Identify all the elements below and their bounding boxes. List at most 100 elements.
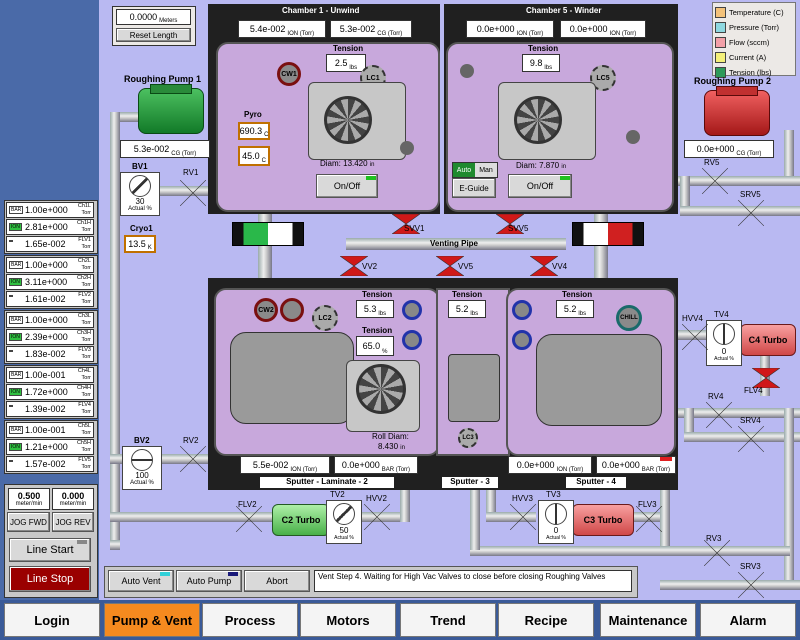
channel-value: 1.57e-002 [25,459,66,469]
sputter-4-ion-value: 0.0e+000 [516,460,555,470]
legend: Temperature (C)Pressure (Torr)Flow (sccm… [712,2,796,78]
reset-length-button[interactable]: Reset Length [116,28,191,42]
srv3-label: SRV3 [740,562,761,571]
hvv2-valve[interactable] [364,504,390,530]
tv3-valve[interactable]: 0 Actual % [538,500,574,544]
chamber-1-diam-label: Diam: 13.420 [320,159,368,168]
sputter-3-tension-unit: lbs [470,311,479,317]
rv1-valve[interactable] [180,180,206,206]
channel-tag: BAR [9,206,24,214]
c3-turbo[interactable]: C3 Turbo [572,504,634,536]
roll-diam-label: Roll Diam: [372,432,409,441]
hvv3-valve[interactable] [510,504,536,530]
chamber-5-ion-2-value: 0.0e+000 [569,24,608,34]
legend-item: Flow (sccm) [715,35,793,50]
channel-value: 1.00e+000 [25,315,68,325]
vv4-label: VV4 [552,262,568,271]
rv3-valve[interactable] [704,540,730,566]
auto-man-toggle[interactable]: Auto Man [452,162,498,178]
sputter-4-ion-readout: 0.0e+000 ION (Torr) [508,456,592,474]
tab-recipe[interactable]: Recipe [498,603,594,637]
srv5-valve[interactable] [738,200,764,226]
channel-name: Ch3H [76,330,91,336]
c4-turbo[interactable]: C4 Turbo [740,324,796,356]
tv3-label: TV3 [546,490,561,499]
tab-maintenance[interactable]: Maintenance [600,603,696,637]
tv4-value: 0 [721,347,727,356]
speed-right-value: 0.000 [61,491,85,501]
rv4-valve[interactable] [706,402,732,428]
bv2-valve[interactable]: 100 Actual % [122,446,162,490]
left-gate-valve[interactable] [232,222,304,246]
legend-swatch [715,67,726,78]
tab-process[interactable]: Process [202,603,298,637]
sputter-2-ion-readout: 5.5e-002 ION (Torr) [240,456,330,474]
auto-vent-button[interactable]: Auto Vent [108,570,174,592]
tab-trend[interactable]: Trend [400,603,496,637]
legend-label: Pressure (Torr) [729,23,780,32]
channel-value: 1.72e+000 [25,387,68,397]
svv5-valve[interactable] [496,214,524,234]
chamber-5-diam-unit: in [561,164,567,170]
chamber-5-onoff-button[interactable]: On/Off [508,174,572,198]
tab-pump-vent[interactable]: Pump & Vent [104,603,200,637]
e-guide-button[interactable]: E-Guide [452,178,496,198]
rv4-label: RV4 [708,392,724,401]
auto-mode-button[interactable]: Auto [453,163,475,177]
flv2-valve[interactable] [236,506,262,532]
roll-diam-readout: 8.430 in [378,442,405,451]
tab-alarm[interactable]: Alarm [700,603,796,637]
chamber-1-tension-label: Tension [333,44,364,53]
laminate-spool-icon [356,364,406,414]
winder-spool-icon [514,96,562,144]
vv5-valve[interactable] [436,256,464,276]
srv3-valve[interactable] [738,572,764,598]
tv3-value: 0 [553,526,559,535]
sputter-4-bar-value: 0.0e+000 [601,460,640,470]
channel-value: 1.00e+000 [25,205,68,215]
hvv2-label: HVV2 [366,494,387,503]
legend-item: Current (A) [715,50,793,65]
flv4-valve[interactable] [752,368,780,388]
tv2-valve[interactable]: 50 Actual % [326,500,362,544]
srv4-valve[interactable] [738,426,764,452]
hvv4-label: HVV4 [682,314,703,323]
jog-fwd-button[interactable]: JOG FWD [7,512,50,532]
sputter-4-ion-unit: ION (Torr) [556,467,584,473]
vv2-valve[interactable] [340,256,368,276]
tab-motors[interactable]: Motors [300,603,396,637]
lc3-label: LC3 [462,435,474,441]
sputter-2-bar-unit: BAR (Torr) [381,467,411,473]
flv3-valve[interactable] [636,506,662,532]
rv5-valve[interactable] [702,168,728,194]
tv2-value: 50 [339,526,349,535]
unwind-spool-icon [324,96,372,144]
channel-value: 1.00e-001 [25,425,66,435]
bv1-valve[interactable]: 30 Actual % [120,172,160,216]
rv2-valve[interactable] [180,446,206,472]
legend-label: Flow (sccm) [729,38,770,47]
line-stop-button[interactable]: Line Stop [9,566,91,592]
roll-diam-value: 8.430 [378,442,399,451]
channel-tag: BAR [9,371,24,379]
hvv4-valve[interactable] [682,324,708,350]
venting-pipe-label: Venting Pipe [430,239,479,248]
right-gate-valve[interactable] [572,222,644,246]
cw1-roller: CW1 [277,62,301,86]
tab-login[interactable]: Login [4,603,100,637]
jog-rev-button[interactable]: JOG REV [52,512,94,532]
c2-turbo[interactable]: C2 Turbo [272,504,330,536]
auto-pump-button[interactable]: Auto Pump [176,570,242,592]
abort-button[interactable]: Abort [244,570,310,592]
transfer-roller-3 [512,300,532,320]
svv1-valve[interactable] [392,214,420,234]
channel-value: 3.11e+000 [25,277,68,287]
tv4-valve[interactable]: 0 Actual % [706,320,742,366]
vv4-valve[interactable] [530,256,558,276]
man-mode-button[interactable]: Man [475,163,497,177]
tv3-gauge-icon [545,503,567,525]
